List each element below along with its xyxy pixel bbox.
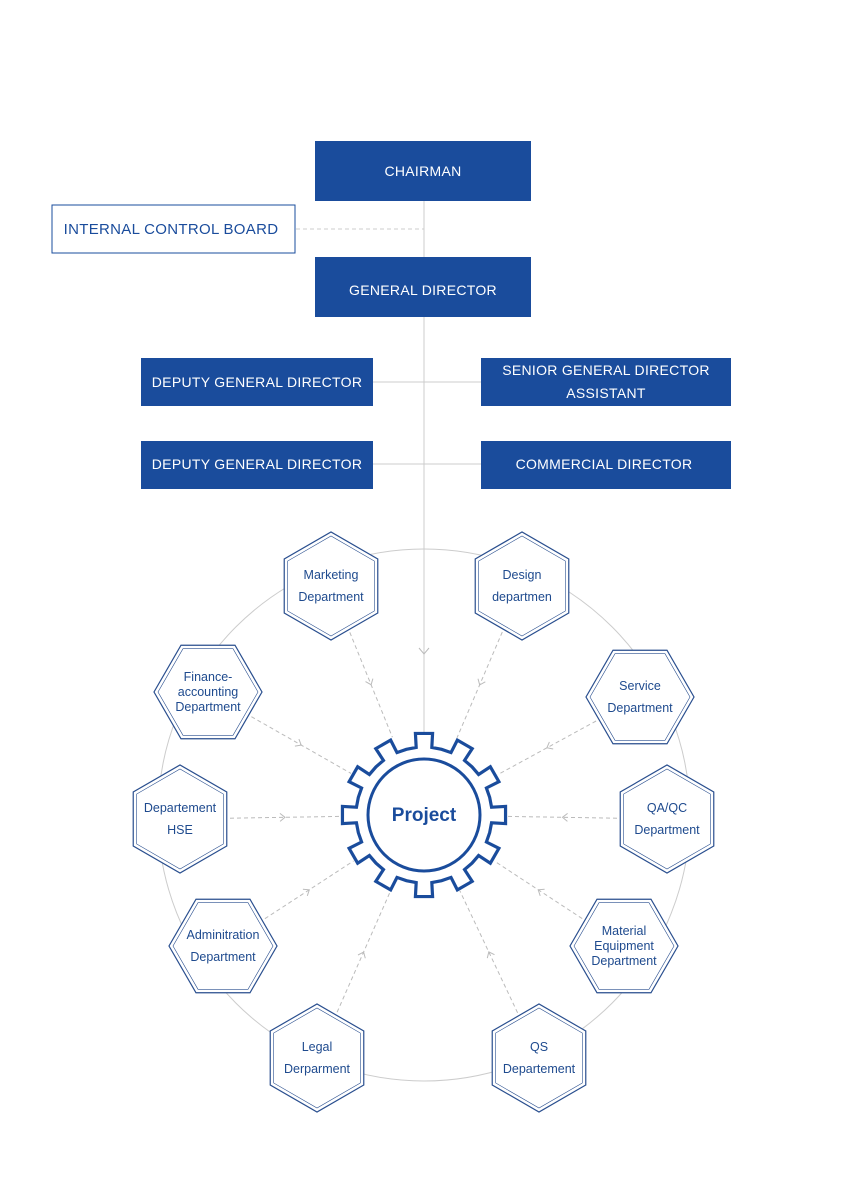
hexagon-inner [623, 768, 711, 870]
department-label: Department [190, 950, 256, 964]
department-label: Derparment [284, 1062, 351, 1076]
arrow-icon [477, 678, 486, 686]
hexagon-outer [269, 1003, 365, 1113]
senior-general-director-assistant-box[interactable]: SENIOR GENERAL DIRECTOR ASSISTANT [481, 358, 731, 406]
department-label: Department [175, 700, 241, 714]
department-label: Department [591, 954, 657, 968]
project-gear[interactable]: Project [340, 731, 508, 899]
hexagon-inner [573, 902, 675, 990]
general-director-label: GENERAL DIRECTOR [349, 282, 497, 298]
department-label: Material [602, 924, 646, 938]
spoke-hse [229, 815, 341, 819]
department-label: Marketing [304, 568, 359, 582]
senior-assistant-label-line1: SENIOR GENERAL DIRECTOR [502, 362, 710, 378]
hexagon-outer [168, 898, 278, 994]
hexagon-inner [136, 768, 224, 870]
arrow-icon [365, 678, 374, 686]
department-label: HSE [167, 823, 193, 837]
hexagon-inner [589, 653, 691, 741]
hexagon-inner [478, 535, 566, 637]
hexagon-outer [283, 531, 379, 641]
department-label: Department [634, 823, 700, 837]
deputy-general-director-box-2[interactable]: DEPUTY GENERAL DIRECTOR [141, 441, 373, 489]
hexagon-outer [491, 1003, 587, 1113]
department-label: QS [530, 1040, 548, 1054]
internal-control-board-label: INTERNAL CONTROL BOARD [64, 221, 279, 238]
arrow-icon [537, 888, 545, 897]
hexagon-outer [132, 764, 228, 874]
senior-assistant-label-line2: ASSISTANT [566, 385, 646, 401]
hexagon-inner [273, 1007, 361, 1109]
arrow-icon [561, 813, 568, 822]
department-label: Departement [503, 1062, 576, 1076]
hexagon-outer [585, 649, 695, 745]
chairman-label: CHAIRMAN [384, 163, 461, 179]
department-label: Adminitration [187, 928, 260, 942]
department-label: Department [607, 701, 673, 715]
gear-inner-circle [366, 757, 482, 873]
hexagon-inner [172, 902, 274, 990]
arrow-icon [357, 951, 366, 959]
department-label: Design [503, 568, 542, 582]
department-label: Finance- [184, 670, 233, 684]
commercial-director-label: COMMERCIAL DIRECTOR [516, 456, 693, 472]
department-label: accounting [178, 685, 239, 699]
department-label: Department [298, 590, 364, 604]
deputy-general-director-label-1: DEPUTY GENERAL DIRECTOR [152, 374, 362, 390]
hexagon-inner [157, 648, 259, 736]
hexagon-outer [569, 898, 679, 994]
hexagon-inner [287, 535, 375, 637]
department-qaqc[interactable]: QA/QC Department [619, 764, 715, 874]
spoke-qs [459, 890, 519, 1014]
arrow-icon [486, 951, 495, 959]
department-label: QA/QC [647, 801, 687, 815]
arrow-icon [279, 813, 286, 822]
project-label: Project [392, 805, 457, 826]
trunk-arrow-icon [418, 647, 430, 655]
hexagon-outer [474, 531, 570, 641]
department-spokes [229, 631, 618, 1014]
commercial-director-box[interactable]: COMMERCIAL DIRECTOR [481, 441, 731, 489]
arrow-icon [294, 738, 302, 747]
department-qs[interactable]: QS Departement [491, 1003, 587, 1113]
department-label: Service [619, 679, 661, 693]
general-director-box[interactable]: GENERAL DIRECTOR [315, 257, 531, 317]
arrow-icon [302, 888, 310, 897]
hexagon-outer [153, 644, 263, 740]
department-label: Equipment [594, 939, 654, 953]
internal-control-board-box[interactable]: INTERNAL CONTROL BOARD [51, 204, 296, 254]
arrow-icon [546, 741, 554, 750]
deputy-general-director-box-1[interactable]: DEPUTY GENERAL DIRECTOR [141, 358, 373, 406]
department-label: Legal [302, 1040, 333, 1054]
department-label: departmen [492, 590, 552, 604]
hexagon-outer [619, 764, 715, 874]
hexagon-inner [495, 1007, 583, 1109]
deputy-general-director-label-2: DEPUTY GENERAL DIRECTOR [152, 456, 362, 472]
department-label: Departement [144, 801, 217, 815]
chairman-box[interactable]: CHAIRMAN [315, 141, 531, 201]
department-design[interactable]: Design departmen [474, 531, 570, 641]
